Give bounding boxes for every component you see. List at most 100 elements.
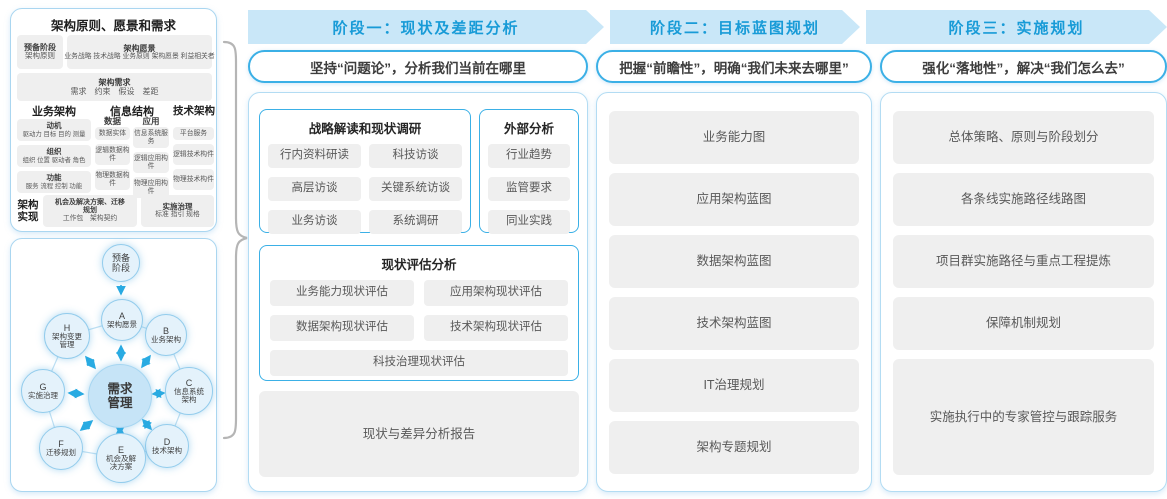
platform-service-box: 平台服务 [173,127,214,140]
phase2-item: 业务能力图 [609,111,859,164]
phase2-subtitle: 把握“前瞻性”，明确“我们未来去哪里” [596,50,872,83]
info-system-service-box: 信息系统服务 [133,127,169,148]
impl-governance-box: 实施治理 标准 指引 规格 [141,195,214,227]
node-f-migration: F 迁移规划 [39,426,83,470]
biz-organization-title: 组织 [46,147,62,156]
assessment-title: 现状评估分析 [381,258,457,272]
phase2-panel: 业务能力图 应用架构蓝图 数据架构蓝图 技术架构蓝图 IT治理规划 架构专题规划 [596,92,872,492]
gap-analysis-report-box: 现状与差异分析报告 [259,391,579,477]
opportunities-migration-box: 机会及解决方案、迁移规划 工作包 架构契约 [43,195,137,227]
center-f-arrow [79,419,94,432]
requirements-sub: 需求 约束 假设 差距 [70,87,159,96]
physical-tech-box: 物理技术构件 [173,169,214,190]
phase2-item: 架构专题规划 [609,421,859,474]
survey-item: 高层访谈 [268,177,361,201]
impl-governance-title: 实施治理 [162,201,193,211]
strategy-survey-box: 战略解读和现状调研 行内资料研读 科技访谈 高层访谈 关键系统访谈 业务访谈 系… [259,109,471,234]
center-h-arrow [84,355,97,370]
opportunities-title: 机会及解决方案、迁移规划 [55,199,125,215]
physical-data-box: 物理数据构件 [95,169,130,190]
prep-stage-sub: 架构原则 [25,51,55,61]
phase2-item: 数据架构蓝图 [609,235,859,288]
information-structure-header: 信息结构 [110,106,154,118]
biz-organization-box: 组织 组织 位置 驱动者 角色 [17,145,91,167]
external-item: 监管要求 [488,177,570,201]
vision-sub: 业务战略 技术战略 业务原则 架构愿景 利益相关者 [64,52,215,60]
phase1-header-text: 阶段一：现状及差距分析 [332,19,520,37]
center-g-arrow [67,388,85,399]
survey-item: 行内资料研读 [268,144,361,168]
phase2-item: 应用架构蓝图 [609,173,859,226]
external-analysis-box: 外部分析 行业趋势 监管要求 同业实践 [479,109,579,234]
prep-stage-box: 预备阶段 架构原则 [17,35,63,69]
brace [222,40,248,440]
architecture-framework-panel: 架构原则、愿景和需求 预备阶段 架构原则 架构愿景 业务战略 技术战略 业务原则… [10,8,217,232]
biz-function-sub: 服务 流程 控制 功能 [25,182,83,190]
technology-arch-header: 技术架构 [173,105,215,117]
phase3-header-chevron: 阶段三：实施规划 [866,10,1167,44]
biz-organization-sub: 组织 位置 驱动者 角色 [22,156,86,164]
node-h-change-management: H 架构变更管理 [44,313,90,359]
assessment-item: 应用架构现状评估 [424,280,568,306]
center-c-arrow [151,388,166,399]
phase3-item: 保障机制规划 [893,297,1154,350]
data-col-header: 数据 [103,116,121,126]
architecture-vision-box: 架构愿景 业务战略 技术战略 业务原则 架构愿景 利益相关者 [64,35,215,69]
node-e-opportunities: E 机会及解决方案 [96,433,146,483]
phase2-item: IT治理规划 [609,359,859,412]
phase3-subtitle: 强化“落地性”，解决“我们怎么去” [880,50,1167,83]
impl-governance-sub: 标准 指引 规格 [155,211,200,219]
phase3-item: 总体策略、原则与阶段划分 [893,111,1154,164]
assessment-item: 科技治理现状评估 [270,350,568,376]
logical-tech-box: 逻辑技术构件 [173,144,214,165]
biz-motivation-title: 动机 [46,121,62,130]
phase1-subtitle: 坚持“问题论”，分析我们当前在哪里 [248,50,588,83]
phase3-item: 各条线实施路径线路图 [893,173,1154,226]
architecture-requirements-box: 架构需求 需求 约束 假设 差距 [17,73,212,101]
external-analysis-title: 外部分析 [503,122,554,136]
external-item: 行业趋势 [488,144,570,168]
adm-cycle-panel: 预备阶段 需求管理 A 架构愿景 B 业务架构 C 信息系统架构 D 技术架构 … [10,238,217,492]
opportunities-sub: 工作包 架构契约 [62,215,118,223]
logical-app-box: 逻辑应用构件 [133,152,169,173]
business-arch-header: 业务架构 [32,106,76,118]
biz-motivation-box: 动机 驱动力 目标 目的 测量 [17,119,91,141]
phase2-header-chevron: 阶段二：目标蓝图规划 [610,10,860,44]
biz-function-title: 功能 [46,173,62,182]
vision-title: 架构愿景 [123,43,156,53]
framework-title: 架构原则、愿景和需求 [50,19,176,33]
logical-data-box: 逻辑数据构件 [95,144,130,165]
implementation-label: 架构实现 [17,198,39,223]
assessment-item: 业务能力现状评估 [270,280,414,306]
phase1-panel: 战略解读和现状调研 行内资料研读 科技访谈 高层访谈 关键系统访谈 业务访谈 系… [248,92,588,492]
node-requirements-management: 需求管理 [88,364,152,428]
assessment-box: 现状评估分析 业务能力现状评估 应用架构现状评估 数据架构现状评估 技术架构现状… [259,245,579,381]
phase3-header-text: 阶段三：实施规划 [948,19,1085,37]
phase3-item: 实施执行中的专家管控与跟踪服务 [893,359,1154,475]
center-b-arrow [141,354,151,369]
node-a-vision: A 架构愿景 [101,299,143,341]
requirements-title: 架构需求 [98,77,131,87]
survey-item: 业务访谈 [268,210,361,234]
survey-item: 系统调研 [369,210,462,234]
phase3-panel: 总体策略、原则与阶段划分 各条线实施路径线路图 项目群实施路径与重点工程提炼 保… [880,92,1167,492]
phase3-item: 项目群实施路径与重点工程提炼 [893,235,1154,288]
center-d-arrow [141,418,153,431]
phase1-header-chevron: 阶段一：现状及差距分析 [248,10,604,44]
node-g-governance: G 实施治理 [21,369,65,413]
physical-app-box: 物理应用构件 [133,177,169,198]
external-item: 同业实践 [488,210,570,234]
strategy-survey-title: 战略解读和现状调研 [308,122,422,136]
assessment-item: 数据架构现状评估 [270,315,414,341]
survey-item: 关键系统访谈 [369,177,462,201]
data-entity-box: 数据实体 [95,127,130,140]
node-preliminary: 预备阶段 [102,244,140,282]
phase2-item: 技术架构蓝图 [609,297,859,350]
biz-motivation-sub: 驱动力 目标 目的 测量 [22,130,86,138]
assessment-item: 技术架构现状评估 [424,315,568,341]
survey-item: 科技访谈 [369,144,462,168]
node-b-business: B 业务架构 [145,314,187,356]
phase2-header-text: 阶段二：目标蓝图规划 [649,19,820,37]
node-d-technology: D 技术架构 [145,424,189,468]
